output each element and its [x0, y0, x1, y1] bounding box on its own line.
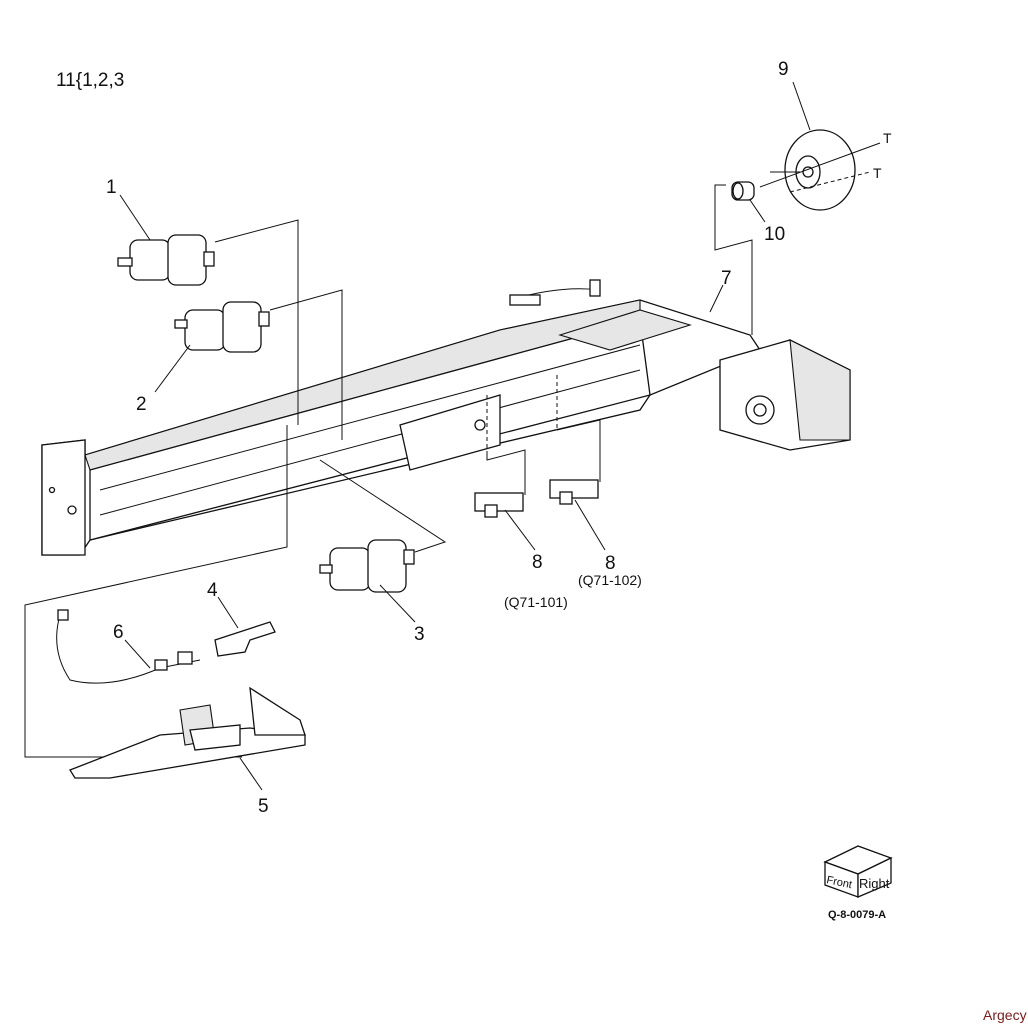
motor-9: [770, 129, 856, 211]
orientation-cube: Front Right: [823, 845, 893, 898]
pulley-10: [731, 181, 755, 201]
sensor-q71-101: [474, 492, 524, 518]
callout-8-b: 8: [605, 553, 616, 574]
roller-3: [319, 539, 415, 593]
sensor-q71-102: [549, 479, 599, 505]
callout-5: 5: [258, 796, 269, 817]
reference-note: 11{1,2,3: [56, 70, 124, 91]
callout-t-top: T: [883, 130, 892, 146]
callout-10: 10: [764, 224, 785, 245]
main-frame-assembly: [41, 279, 851, 556]
callout-8-a: 8: [532, 552, 543, 573]
sensor-label-q71-102: (Q71-102): [578, 572, 642, 588]
callout-6: 6: [113, 622, 124, 643]
sensor-label-q71-101: (Q71-101): [504, 594, 568, 610]
cube-front-label: Front: [825, 874, 853, 891]
harness-6: [56, 609, 201, 684]
callout-3: 3: [414, 624, 425, 645]
cover-5: [69, 686, 306, 779]
callout-2: 2: [136, 394, 147, 415]
callout-9: 9: [778, 59, 789, 80]
figure-code: Q-8-0079-A: [828, 909, 886, 921]
roller-2: [174, 301, 270, 353]
callout-t-bottom: T: [873, 165, 882, 181]
bracket-4: [214, 621, 276, 657]
callout-1: 1: [106, 177, 117, 198]
cube-right-label: Right: [859, 876, 890, 891]
callout-4: 4: [207, 580, 218, 601]
callout-7: 7: [721, 268, 732, 289]
roller-1: [117, 234, 215, 286]
watermark: Argecy: [983, 1007, 1027, 1023]
